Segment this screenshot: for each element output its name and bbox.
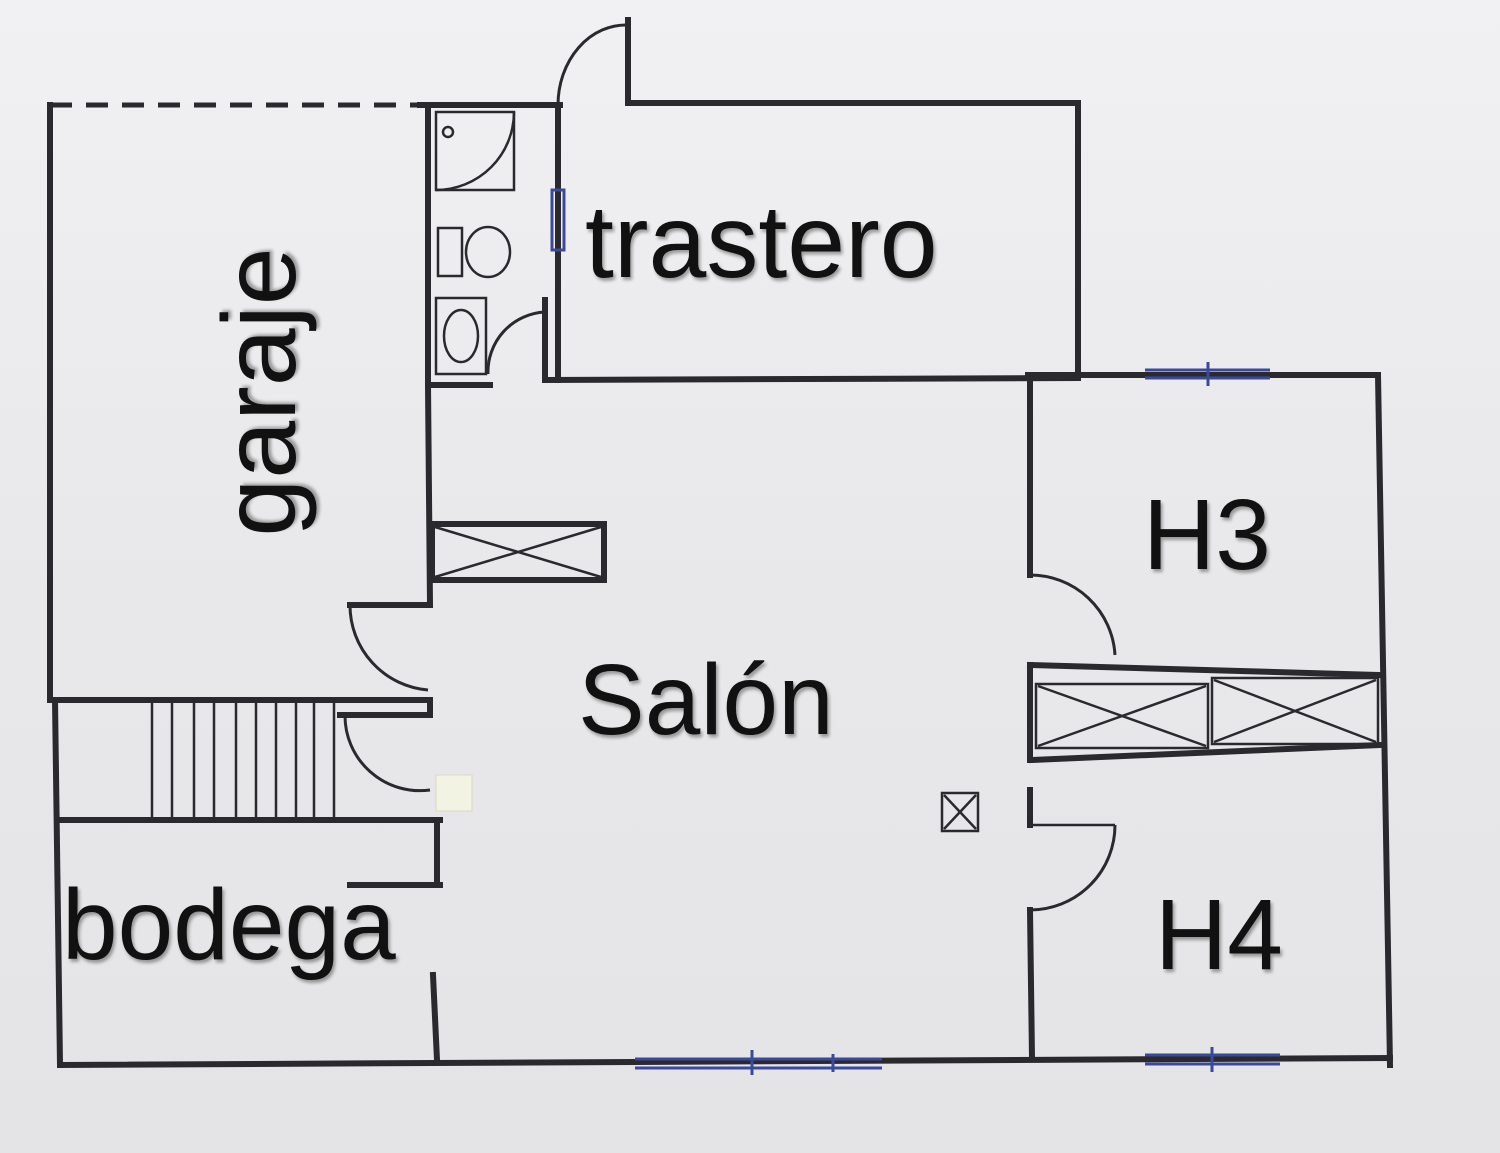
outer-walls	[47, 17, 1394, 1069]
room-label-salon: Salón	[578, 644, 834, 756]
staircase	[150, 703, 336, 818]
shaft-boxes	[429, 521, 1380, 833]
bathroom-fixtures	[434, 110, 516, 376]
room-label-bodega: bodega	[62, 869, 396, 981]
room-label-garaje: garaje	[202, 247, 318, 537]
room-label-h4: H4	[1155, 879, 1283, 991]
tape-mark	[435, 774, 473, 812]
room-label-h3: H3	[1143, 479, 1271, 591]
interior-walls	[47, 102, 1384, 1064]
room-label-trastero: trastero	[585, 184, 938, 300]
door-swings	[343, 23, 1117, 912]
windows	[550, 188, 1280, 1075]
